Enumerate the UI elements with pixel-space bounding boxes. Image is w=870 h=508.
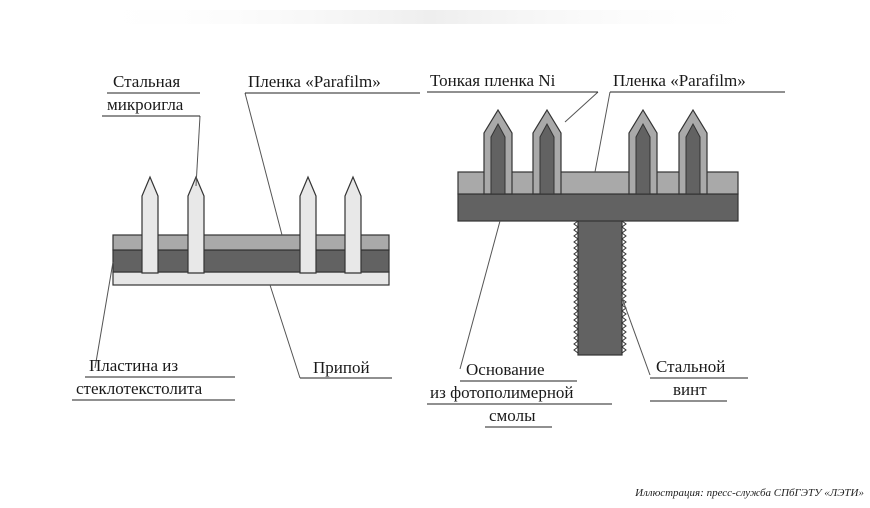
label-plate-2: стеклотекстолита <box>76 379 203 398</box>
leader-parafilm-right <box>594 91 611 173</box>
right-microneedle-structure: Тонкая пленка Ni Пленка «Parafilm» Основ… <box>427 71 785 428</box>
steel-screw <box>573 194 627 356</box>
parafilm-layer <box>112 234 390 251</box>
label-parafilm-right: Пленка «Parafilm» <box>613 71 746 90</box>
parafilm-layer-right <box>457 171 739 195</box>
label-base-2: из фотополимерной <box>430 383 574 402</box>
label-plate-1: Пластина из <box>89 356 178 375</box>
leader-ni-film <box>564 91 599 123</box>
label-microneedle-1: Стальная <box>113 72 180 91</box>
left-microneedle-structure: Стальная микроигла Пленка «Parafilm» Пла… <box>72 72 420 401</box>
label-parafilm-left: Пленка «Parafilm» <box>248 72 381 91</box>
resin-spike-cores <box>490 122 701 195</box>
steel-needle <box>187 175 205 274</box>
leader-parafilm <box>244 92 283 236</box>
label-microneedle-2: микроигла <box>107 95 184 114</box>
steel-needle <box>299 175 317 274</box>
leader-microneedle <box>195 115 201 187</box>
label-base-1: Основание <box>466 360 545 379</box>
steel-needle <box>344 175 362 274</box>
leader-solder <box>269 284 301 379</box>
label-solder: Припой <box>313 358 370 377</box>
top-fade-band <box>80 10 780 24</box>
label-screw-1: Стальной <box>656 357 725 376</box>
label-screw-2: винт <box>673 380 707 399</box>
label-ni-film: Тонкая пленка Ni <box>430 71 556 90</box>
steel-needle <box>141 175 159 274</box>
resin-base <box>457 193 739 222</box>
leader-plate <box>94 261 114 369</box>
leader-base <box>459 220 501 370</box>
label-base-3: смолы <box>489 406 536 425</box>
image-credit: Иллюстрация: пресс-служба СПбГЭТУ «ЛЭТИ» <box>634 487 864 499</box>
textolite-plate <box>112 271 390 286</box>
leader-screw <box>620 294 651 376</box>
